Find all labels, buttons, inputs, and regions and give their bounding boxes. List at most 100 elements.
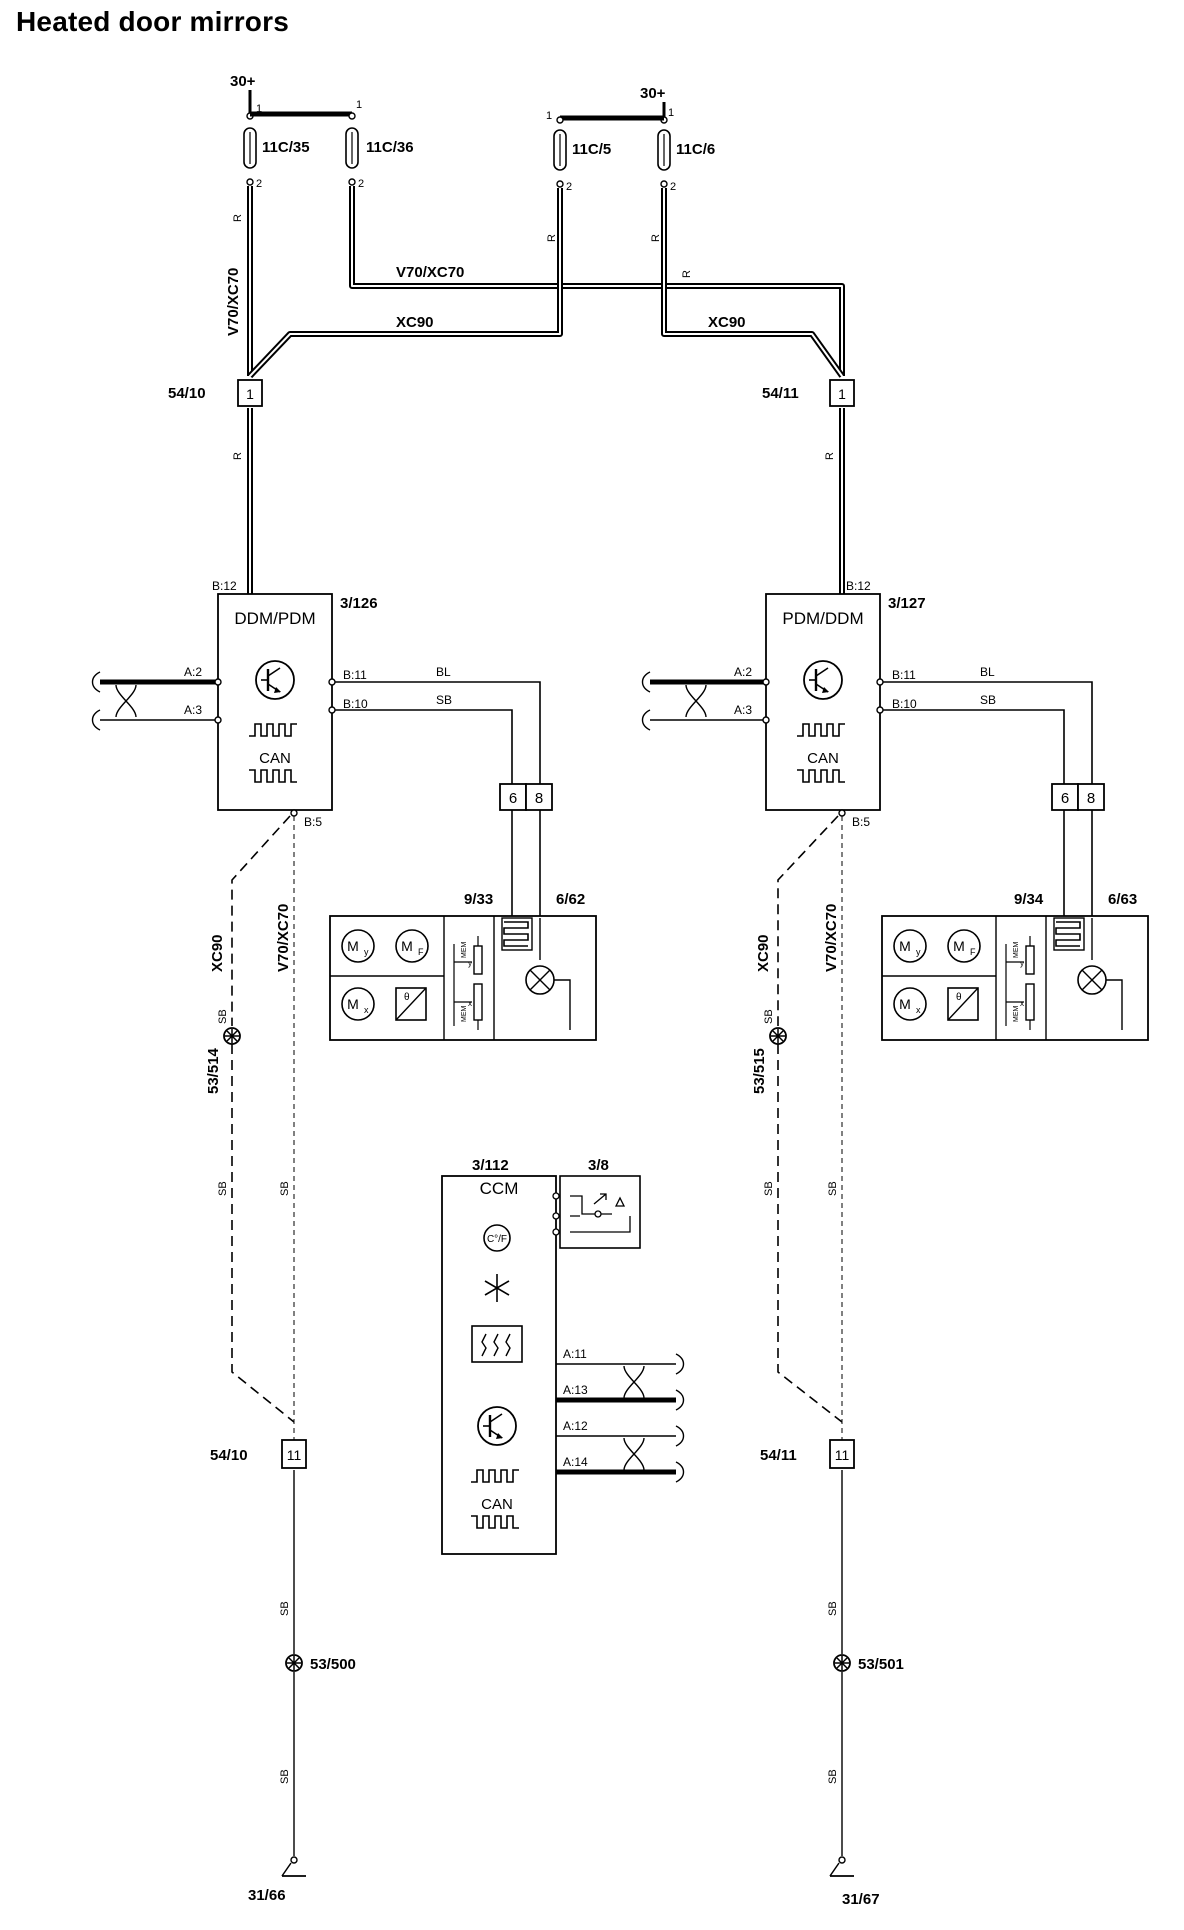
svg-text:A:3: A:3 (184, 703, 202, 717)
svg-text:PDM/DDM: PDM/DDM (782, 609, 863, 628)
temperature-unit-icon (483, 1224, 511, 1252)
svg-text:6: 6 (1061, 790, 1069, 807)
svg-text:SB: SB (279, 1769, 291, 1784)
svg-text:53/515: 53/515 (751, 1048, 768, 1094)
svg-text:54/11: 54/11 (760, 1447, 797, 1464)
splice-53-515: 53/515 (751, 1027, 787, 1094)
svg-text:CAN: CAN (481, 1496, 513, 1513)
svg-text:CAN: CAN (807, 750, 839, 767)
svg-text:11C/5: 11C/5 (572, 141, 611, 158)
svg-text:SB: SB (827, 1769, 839, 1784)
fuse-11c-6: 1 2 11C/6 (657, 107, 715, 193)
svg-text:54/10: 54/10 (210, 1447, 248, 1464)
svg-text:BL: BL (980, 665, 995, 679)
svg-text:y: y (916, 947, 921, 957)
svg-text:MEM: MEM (461, 942, 468, 959)
svg-text:BL: BL (436, 665, 451, 679)
svg-text:8: 8 (1087, 790, 1095, 807)
page-title: Heated door mirrors (16, 6, 289, 37)
svg-text:y: y (468, 959, 472, 968)
svg-text:SB: SB (217, 1181, 229, 1196)
svg-text:1: 1 (546, 110, 552, 122)
svg-text:SB: SB (827, 1601, 839, 1616)
svg-text:A:14: A:14 (563, 1455, 588, 1469)
svg-text:M: M (953, 938, 965, 954)
connector-54-11-bottom: 11 54/11 (760, 1439, 855, 1469)
svg-text:A:2: A:2 (734, 665, 752, 679)
svg-text:2: 2 (670, 181, 676, 193)
door-module-right: B:12 3/127 PDM/DDM CAN A:2 A:3 B:11 B:10… (734, 579, 926, 829)
svg-text:1: 1 (246, 386, 254, 402)
connector-54-10-bottom: 11 54/10 (210, 1439, 307, 1469)
svg-text:XC90: XC90 (209, 934, 226, 972)
svg-text:M: M (347, 938, 359, 954)
svg-text:11C/35: 11C/35 (262, 139, 310, 156)
svg-text:11: 11 (835, 1447, 850, 1463)
svg-text:2: 2 (256, 178, 262, 190)
ground-wiring-left (231, 815, 295, 1856)
svg-text:x: x (468, 999, 472, 1008)
svg-text:V70/XC70: V70/XC70 (225, 268, 242, 336)
svg-text:y: y (1020, 959, 1024, 968)
svg-text:A:2: A:2 (184, 665, 202, 679)
svg-text:R: R (232, 214, 244, 222)
svg-text:53/501: 53/501 (858, 1656, 904, 1673)
svg-text:DDM/PDM: DDM/PDM (234, 609, 315, 628)
svg-text:V70/XC70: V70/XC70 (823, 904, 840, 972)
svg-text:1: 1 (838, 386, 846, 402)
svg-text:6: 6 (509, 790, 517, 807)
svg-text:9/33: 9/33 (464, 891, 493, 908)
transistor-icon (476, 1405, 518, 1447)
svg-text:53/500: 53/500 (310, 1656, 356, 1673)
snowflake-icon (484, 1274, 510, 1302)
svg-text:XC90: XC90 (708, 314, 746, 331)
splice-53-514: 53/514 (205, 1027, 241, 1094)
ground-labels-left: XC90 V70/XC70 SB SB SB SB SB (209, 904, 292, 1784)
svg-text:F: F (418, 947, 424, 957)
svg-text:R: R (232, 452, 244, 460)
svg-text:54/11: 54/11 (762, 385, 799, 402)
fuse-11c-35: 1 2 11C/35 (243, 103, 310, 190)
svg-text:B:10: B:10 (343, 697, 368, 711)
svg-text:SB: SB (763, 1181, 775, 1196)
ground-wiring-right (777, 815, 843, 1856)
svg-text:XC90: XC90 (396, 314, 434, 331)
svg-text:M: M (401, 938, 413, 954)
splice-53-500: 53/500 (285, 1654, 356, 1673)
supply-wiring-labels: R R R R R R V70/XC70 V70/XC70 XC90 XC90 (225, 214, 836, 460)
climate-control-module: 3/112 CCM C°/F CAN A:11 A:13 A:12 A:14 (441, 1157, 588, 1555)
mirror-unit-left: 9/33 6/62 M y M F M x θ MEM MEM y x (329, 891, 597, 1041)
ground-31-66: 31/66 (248, 1856, 307, 1904)
svg-text:CCM: CCM (480, 1179, 519, 1198)
svg-text:MEM: MEM (1013, 1006, 1020, 1023)
svg-text:6/63: 6/63 (1108, 891, 1137, 908)
svg-text:3/126: 3/126 (340, 595, 378, 612)
svg-text:31/66: 31/66 (248, 1887, 286, 1904)
svg-text:6/62: 6/62 (556, 891, 585, 908)
supply-right-label: 30+ (640, 85, 666, 102)
svg-text:31/67: 31/67 (842, 1891, 880, 1908)
fuse-11c-5: 1 2 11C/5 (546, 110, 611, 193)
svg-text:CAN: CAN (259, 750, 291, 767)
ccm-can-wires (556, 1353, 685, 1483)
svg-text:SB: SB (279, 1601, 291, 1616)
svg-text:SB: SB (827, 1181, 839, 1196)
svg-text:1: 1 (668, 107, 674, 119)
svg-text:1: 1 (256, 103, 262, 115)
svg-text:SB: SB (217, 1009, 229, 1024)
svg-text:B:11: B:11 (343, 668, 367, 682)
svg-text:B:11: B:11 (892, 668, 916, 682)
svg-text:11C/6: 11C/6 (676, 141, 715, 158)
can-pair-left (91, 671, 215, 731)
svg-text:M: M (899, 996, 911, 1012)
mirror-unit-right: 9/34 6/63 M y M F M x θ MEM MEM y x (881, 891, 1149, 1041)
svg-text:2: 2 (566, 181, 572, 193)
sensor-3-8: 3/8 (552, 1157, 641, 1249)
door-module-left: B:12 3/126 DDM/PDM CAN A:2 A:3 B:11 B:10… (184, 579, 378, 829)
svg-text:M: M (347, 996, 359, 1012)
svg-text:9/34: 9/34 (1014, 891, 1044, 908)
svg-text:MEM: MEM (461, 1006, 468, 1023)
svg-text:A:3: A:3 (734, 703, 752, 717)
svg-text:F: F (970, 947, 976, 957)
svg-text:53/514: 53/514 (205, 1047, 222, 1094)
